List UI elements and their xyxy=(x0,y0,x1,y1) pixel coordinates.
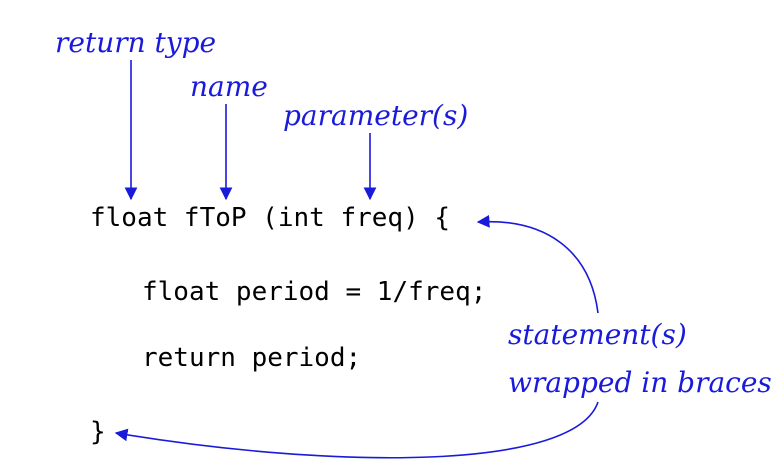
statements-label-line2: wrapped in braces xyxy=(508,366,771,399)
open-brace-arrow xyxy=(476,214,599,314)
return-type-label: return type xyxy=(55,26,216,59)
code-line-signature: float fToP (int freq) { xyxy=(90,203,450,233)
name-label: name xyxy=(190,70,268,103)
statements-label-line1: statement(s) xyxy=(508,318,687,351)
code-line-return: return period; xyxy=(142,343,361,373)
parameters-label: parameter(s) xyxy=(283,99,468,132)
code-line-assignment: float period = 1/freq; xyxy=(142,277,486,307)
close-brace-arrow xyxy=(114,401,599,459)
code-line-closing-brace: } xyxy=(90,417,106,447)
